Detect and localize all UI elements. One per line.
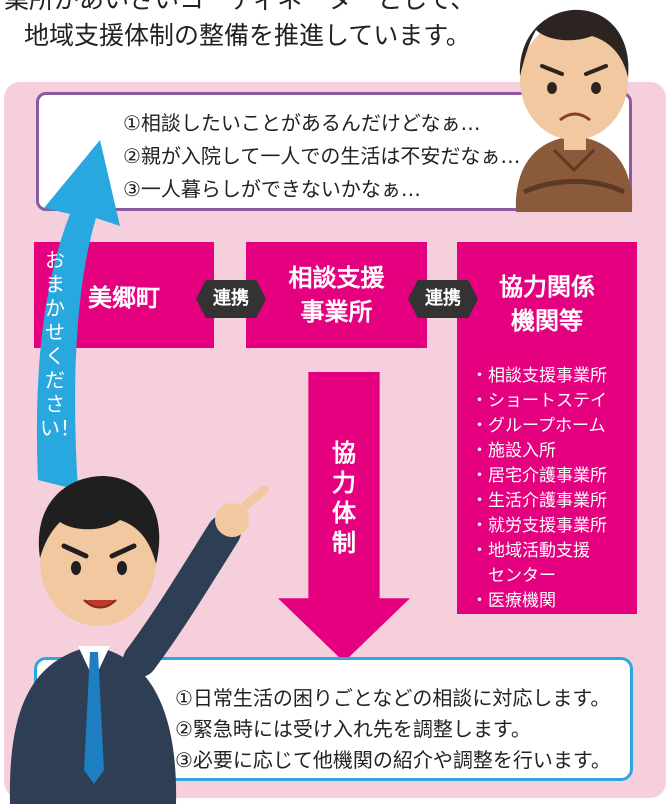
response-line-1: ①日常生活の困りごとなどの相談に対応します。 [175,686,611,710]
worried-man-illustration [515,9,633,212]
agency-label-line-1: 協力関係 [499,273,595,301]
worry-line-3: ③一人暮らしができないかなぁ… [123,177,421,201]
agency-item: ・就労支援事業所 [471,516,607,536]
cooperating-agencies-box: 協力関係 機関等 ・相談支援事業所 ・ショートステイ ・グループホーム ・施設入… [457,242,637,614]
agency-item: ・地域活動支援 [471,541,590,561]
worry-line-2: ②親が入院して一人での生活は不安だなぁ… [123,144,521,168]
link-arrow-right: 連携 [408,280,478,318]
agency-item: ・生活介護事業所 [471,491,607,511]
agency-list: ・相談支援事業所 ・ショートステイ ・グループホーム ・施設入所 ・居宅介護事業… [457,364,637,614]
agency-label-line-2: 機関等 [511,307,583,335]
response-line-2: ②緊急時には受け入れ先を調整します。 [175,717,531,741]
cooperation-label: 協力体制 [332,439,356,557]
agency-item: ・医療機関 [471,591,556,611]
agency-item: ・施設入所 [471,441,556,461]
office-label-line-1: 相談支援 [288,264,385,292]
agency-item: ・居宅介護事業所 [471,466,607,486]
intro-line-1: 業所があいさいコーディネーターとして、 [4,0,475,18]
agency-item: ・グループホーム [471,416,606,436]
agency-item: ・ショートステイ [471,391,607,411]
worry-line-1: ①相談したいことがあるんだけどなぁ… [123,111,481,135]
town-label: 美郷町 [88,283,160,312]
response-line-3: ③必要に応じて他機関の紹介や調整を行います。 [175,748,611,772]
link-arrow-left: 連携 [196,280,266,318]
pointing-man-illustration [9,476,269,804]
consultation-office-box: 相談支援 事業所 [246,242,427,348]
agency-item: ・相談支援事業所 [471,366,607,386]
agency-item: センター [471,566,556,586]
intro-line-2: 地域支援体制の整備を推進しています。 [24,21,471,50]
callout-text: おまかせください！ [40,248,80,440]
office-label-line-2: 事業所 [300,298,373,326]
